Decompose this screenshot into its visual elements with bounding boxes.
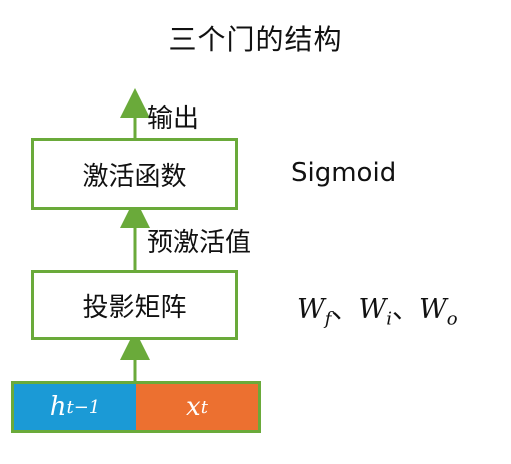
sigmoid-label: Sigmoid — [291, 158, 397, 188]
preactivation-label: 预激活值 — [147, 228, 252, 258]
activation-function-box: 激活函数 — [31, 138, 238, 210]
projection-matrix-label: 投影矩阵 — [82, 292, 187, 323]
output-label: 输出 — [147, 104, 200, 134]
diagram-title: 三个门的结构 — [168, 23, 343, 56]
activation-function-label: 激活函数 — [82, 161, 187, 192]
projection-matrix-box: 投影矩阵 — [31, 270, 238, 340]
weight-matrices-formula: Wf、Wi、Wo — [297, 294, 458, 330]
